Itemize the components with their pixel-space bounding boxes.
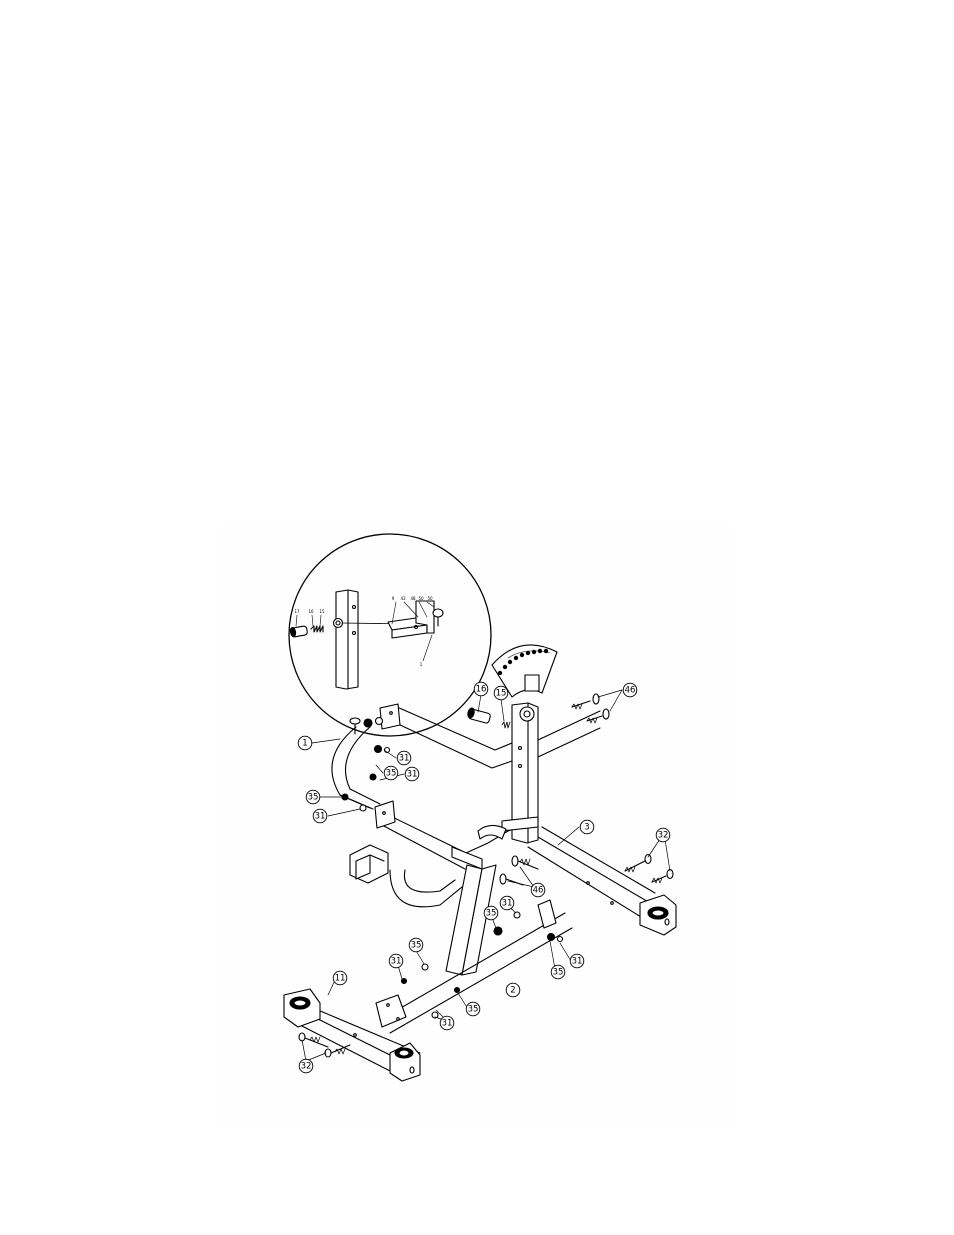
callout-c35b: 35	[306, 790, 320, 804]
callout-label: 31	[407, 770, 418, 780]
callout-label: 46	[625, 686, 636, 696]
svg-text:50: 50	[418, 596, 424, 601]
svg-text:17: 17	[294, 609, 300, 614]
callout-c35c: 35	[484, 906, 498, 920]
svg-text:16: 16	[308, 609, 314, 614]
upright-column	[492, 645, 557, 843]
callout-label: 32	[658, 831, 669, 841]
detail-bracket	[388, 601, 443, 638]
callout-label: 35	[386, 769, 397, 779]
callout-label: 31	[572, 957, 583, 967]
rear-arm-tube	[538, 711, 600, 757]
callout-label: 31	[399, 754, 410, 764]
callout-c11: 11	[333, 971, 347, 985]
callout-c16: 16	[474, 682, 488, 696]
assembly-diagram-frame: 17 16 15 9 43 48 50 50 1	[220, 525, 732, 1130]
callout-label: 2	[510, 986, 515, 996]
callout-c31a: 31	[397, 751, 411, 765]
callout-c35f: 35	[466, 1002, 480, 1016]
callout-c1: 1	[298, 736, 312, 750]
callout-c35d: 35	[409, 938, 423, 952]
callout-c15: 15	[494, 686, 508, 700]
callout-label: 31	[502, 899, 513, 909]
callout-label: 1	[302, 739, 307, 749]
callout-label: 35	[486, 909, 497, 919]
svg-text:1: 1	[420, 662, 423, 667]
svg-text:48: 48	[410, 596, 416, 601]
callout-label: 31	[442, 1019, 453, 1029]
callout-c31c: 31	[313, 809, 327, 823]
callout-c32b: 32	[299, 1059, 313, 1073]
callout-label: 35	[411, 941, 422, 951]
callout-label: 16	[476, 685, 487, 695]
callout-c31d: 31	[500, 896, 514, 910]
callout-c31g: 31	[440, 1016, 454, 1030]
callout-c35a: 35	[384, 766, 398, 780]
svg-text:50: 50	[427, 596, 433, 601]
callout-c46a: 46	[623, 683, 637, 697]
callout-c46b: 46	[531, 883, 545, 897]
assembly-diagram: 17 16 15 9 43 48 50 50 1	[220, 525, 732, 1130]
callout-c2: 2	[506, 983, 520, 997]
callout-c31e: 31	[570, 954, 584, 968]
callout-label: 15	[496, 689, 507, 699]
callout-label: 31	[315, 812, 326, 822]
detail-upright-post	[336, 590, 358, 689]
callout-label: 35	[553, 968, 564, 978]
svg-text:15: 15	[319, 609, 325, 614]
callout-label: 46	[533, 886, 544, 896]
svg-text:9: 9	[392, 596, 395, 601]
front-curved-tube	[350, 801, 528, 907]
callout-c31b: 31	[405, 767, 419, 781]
callout-label: 35	[308, 793, 319, 803]
callout-label: 35	[468, 1005, 479, 1015]
callout-label: 3	[584, 823, 589, 833]
callout-c32a: 32	[656, 828, 670, 842]
callout-label: 31	[391, 957, 402, 967]
callout-label: 11	[335, 974, 346, 984]
svg-text:43: 43	[400, 596, 406, 601]
callout-c3: 3	[580, 820, 594, 834]
callout-c35e: 35	[551, 965, 565, 979]
callout-c31f: 31	[389, 954, 403, 968]
callout-label: 32	[301, 1062, 312, 1072]
